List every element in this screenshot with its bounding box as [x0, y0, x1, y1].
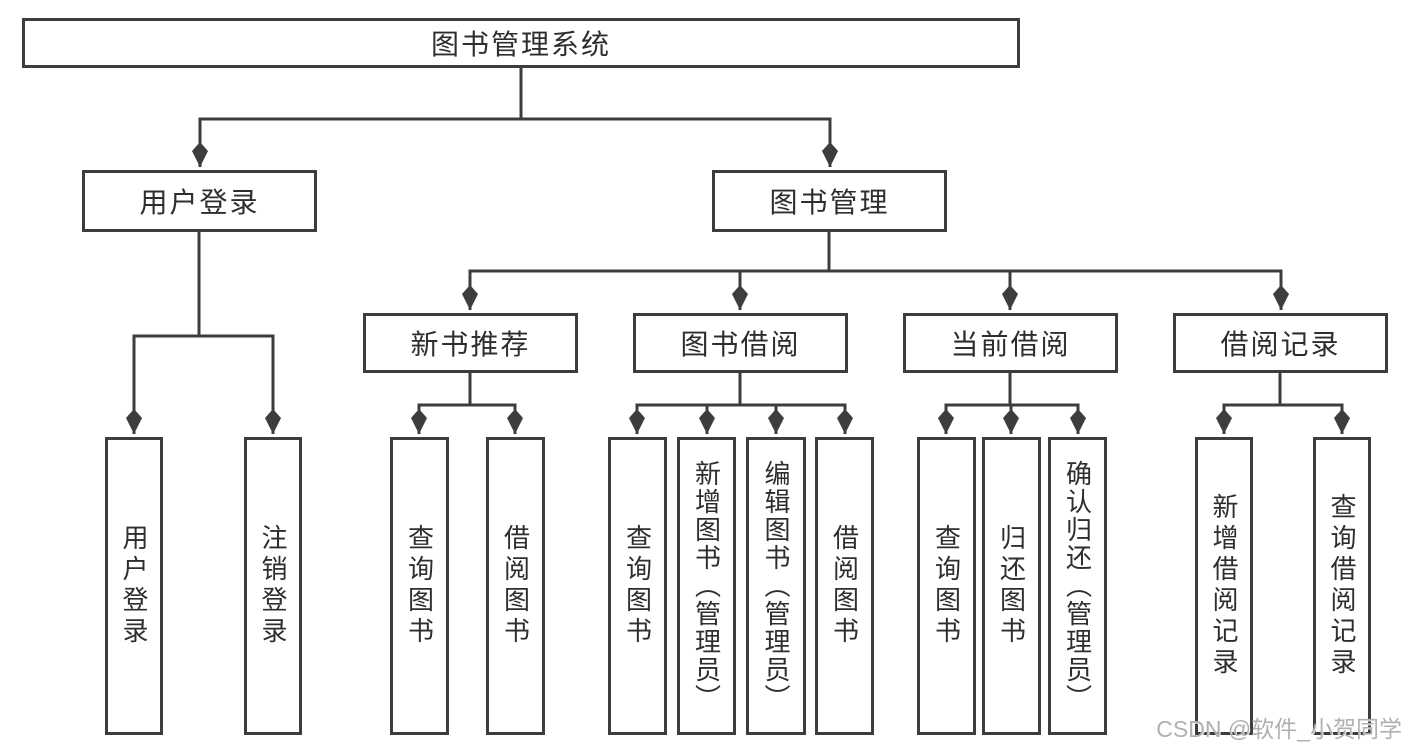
node-label: 图书管理	[769, 187, 890, 218]
node-label: 注销登录	[258, 524, 288, 648]
node-label: 查询图书	[931, 524, 962, 648]
node-book-borrow: 图书借阅	[633, 313, 848, 373]
leaf-current-confirm-return-admin: 确认归还（管理员）	[1048, 437, 1107, 735]
leaf-borrow-query-books: 查询图书	[608, 437, 667, 735]
node-label: 新书推荐	[410, 329, 531, 360]
leaf-user-login: 用户登录	[105, 437, 163, 735]
node-label: 新增借阅记录	[1209, 493, 1239, 679]
node-label: 图书管理系统	[430, 29, 611, 60]
node-label: 查询图书	[404, 524, 435, 648]
node-label: 借阅图书	[829, 524, 860, 648]
node-label: 借阅记录	[1220, 329, 1341, 360]
csdn-watermark: CSDN @软件_小贺同学	[1156, 716, 1402, 742]
node-label: 用户登录	[139, 187, 260, 218]
leaf-borrow-edit-books-admin: 编辑图书（管理员）	[746, 437, 806, 735]
node-label: 借阅图书	[500, 524, 531, 648]
leaf-records-query-record: 查询借阅记录	[1313, 437, 1371, 735]
leaf-borrow-add-books-admin: 新增图书（管理员）	[677, 437, 736, 735]
node-label: 图书借阅	[680, 329, 801, 360]
node-library-management-system: 图书管理系统	[22, 18, 1020, 68]
leaf-recommend-query-books: 查询图书	[390, 437, 449, 735]
node-label: 确认归还（管理员）	[1062, 460, 1093, 712]
node-book-management-branch: 图书管理	[712, 170, 947, 232]
node-label: 新增图书（管理员）	[691, 460, 722, 712]
leaf-recommend-borrow-books: 借阅图书	[486, 437, 545, 735]
node-label: 归还图书	[996, 524, 1027, 648]
leaf-records-add-record: 新增借阅记录	[1195, 437, 1253, 735]
node-borrow-records: 借阅记录	[1173, 313, 1388, 373]
node-label: 查询借阅记录	[1327, 493, 1357, 679]
leaf-current-return-books: 归还图书	[982, 437, 1041, 735]
leaf-borrow-borrow-books: 借阅图书	[815, 437, 874, 735]
node-label: 当前借阅	[950, 329, 1071, 360]
leaf-logout: 注销登录	[244, 437, 302, 735]
node-label: 编辑图书（管理员）	[761, 460, 791, 712]
node-label: 用户登录	[119, 524, 149, 648]
node-new-book-recommend: 新书推荐	[363, 313, 578, 373]
node-user-login-branch: 用户登录	[82, 170, 317, 232]
node-label: 查询图书	[622, 524, 653, 648]
leaf-current-query-books: 查询图书	[917, 437, 976, 735]
node-current-borrow: 当前借阅	[903, 313, 1118, 373]
